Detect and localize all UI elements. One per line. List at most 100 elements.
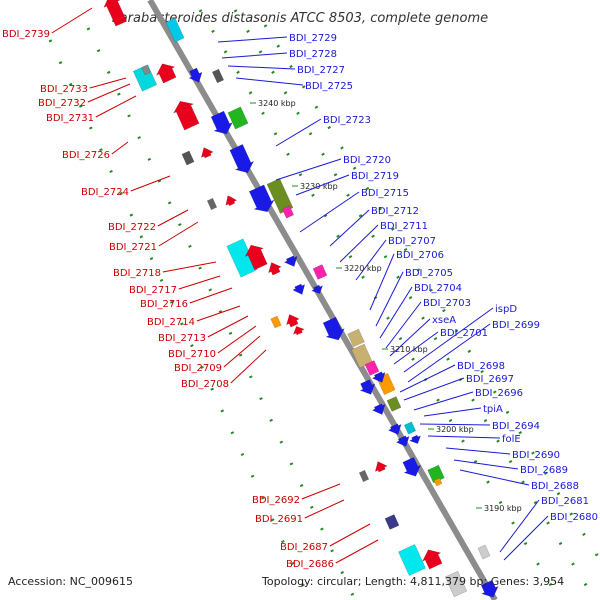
forward-gene-label[interactable]: BDI_2727 — [297, 65, 345, 76]
gene-feature-11 — [200, 147, 214, 159]
forward-gene-label[interactable]: BDI_2688 — [531, 481, 579, 492]
reverse-gene-label[interactable]: BDI_2739 — [2, 29, 50, 40]
backbone-line — [147, 0, 498, 600]
reverse-leader-14 — [223, 335, 261, 368]
reverse-gene-label[interactable]: BDI_2716 — [140, 299, 188, 310]
forward-gene-label[interactable]: BDI_2711 — [380, 221, 428, 232]
gene-feature-37 — [387, 423, 402, 435]
gene-feature-12 — [229, 144, 255, 173]
gene-feature-46 — [384, 514, 400, 530]
forward-gene-label[interactable]: BDI_2681 — [541, 496, 589, 507]
reverse-gene-label[interactable]: BDI_2687 — [280, 542, 328, 553]
forward-gene-label[interactable]: BDI_2699 — [492, 320, 540, 331]
reverse-gene-label[interactable]: BDI_2726 — [62, 150, 110, 161]
reverse-gene-label[interactable]: BDI_2721 — [109, 242, 157, 253]
reverse-gene-label[interactable]: BDI_2722 — [108, 222, 156, 233]
reverse-gene-label[interactable]: BDI_2717 — [129, 285, 177, 296]
forward-gene-label[interactable]: BDI_2697 — [466, 374, 514, 385]
forward-gene-label[interactable]: folE — [502, 434, 521, 445]
reverse-gene-label[interactable]: BDI_2692 — [252, 495, 300, 506]
forward-gene-label[interactable]: BDI_2690 — [512, 450, 560, 461]
gene-feature-40 — [409, 434, 422, 444]
forward-gene-label[interactable]: BDI_2680 — [550, 512, 598, 523]
forward-gene-label[interactable]: BDI_2689 — [520, 465, 568, 476]
map-title: Parabacteroides distasonis ATCC 8503, co… — [112, 11, 488, 26]
reverse-leader-7 — [158, 221, 199, 247]
reverse-gene-label[interactable]: BDI_2731 — [46, 113, 94, 124]
gene-feature-14 — [206, 197, 218, 211]
forward-gene-label[interactable]: BDI_2725 — [305, 81, 353, 92]
forward-gene-label[interactable]: BDI_2729 — [289, 33, 337, 44]
reverse-gene-label[interactable]: BDI_2714 — [147, 317, 195, 328]
gene-feature-33 — [359, 379, 376, 395]
forward-leader-9 — [339, 224, 379, 263]
forward-leader-18 — [407, 323, 491, 383]
forward-leader-5 — [275, 158, 342, 181]
forward-leader-29 — [503, 515, 549, 561]
forward-gene-label[interactable]: BDI_2703 — [423, 298, 471, 309]
forward-gene-label[interactable]: BDI_2696 — [475, 388, 523, 399]
reverse-gene-label[interactable]: BDI_2718 — [113, 268, 161, 279]
reverse-gene-label[interactable]: BDI_2691 — [255, 514, 303, 525]
gene-feature-18 — [226, 238, 258, 278]
reverse-leader-17 — [304, 499, 345, 519]
forward-gene-label[interactable]: BDI_2715 — [361, 188, 409, 199]
forward-leader-4 — [275, 118, 322, 147]
reverse-gene-label[interactable]: BDI_2686 — [286, 559, 334, 570]
forward-gene-label[interactable]: ispD — [495, 304, 517, 315]
forward-leader-3 — [235, 77, 304, 86]
forward-gene-label[interactable]: BDI_2720 — [343, 155, 391, 166]
forward-gene-label[interactable]: BDI_2707 — [388, 236, 436, 247]
reverse-gene-label[interactable]: BDI_2709 — [174, 363, 222, 374]
forward-leader-17 — [403, 307, 494, 373]
forward-gene-label[interactable]: BDI_2712 — [371, 206, 419, 217]
reverse-leader-1 — [89, 77, 127, 89]
forward-leader-1 — [221, 52, 288, 59]
gene-feature-41 — [402, 456, 422, 477]
forward-leader-28 — [499, 499, 540, 553]
forward-gene-label[interactable]: BDI_2705 — [405, 268, 453, 279]
reverse-leader-8 — [162, 261, 217, 273]
forward-gene-label[interactable]: tpiA — [483, 404, 503, 415]
gene-feature-35 — [386, 396, 402, 412]
reverse-gene-label[interactable]: BDI_2713 — [158, 333, 206, 344]
reverse-gene-label[interactable]: BDI_2733 — [40, 84, 88, 95]
gene-feature-8 — [210, 110, 233, 135]
gene-feature-29 — [347, 328, 365, 348]
forward-leader-23 — [419, 423, 491, 426]
forward-leader-6 — [295, 174, 350, 196]
reverse-gene-label[interactable]: BDI_2708 — [181, 379, 229, 390]
gene-feature-0 — [165, 17, 185, 43]
reverse-leader-0 — [51, 7, 93, 34]
reverse-leader-18 — [329, 523, 371, 547]
gene-feature-21 — [283, 255, 298, 267]
forward-gene-label[interactable]: BDI_2723 — [323, 115, 371, 126]
forward-leader-8 — [329, 209, 370, 247]
reverse-gene-label[interactable]: BDI_2732 — [38, 98, 86, 109]
forward-leader-19 — [399, 364, 456, 393]
forward-gene-label[interactable]: BDI_2704 — [414, 283, 462, 294]
forward-leader-10 — [355, 239, 387, 281]
gene-feature-36 — [371, 403, 386, 415]
reverse-gene-label[interactable]: BDI_2710 — [168, 349, 216, 360]
forward-leader-20 — [403, 377, 465, 401]
forward-gene-label[interactable]: BDI_2706 — [396, 250, 444, 261]
gene-feature-15 — [248, 184, 275, 213]
forward-leader-13 — [379, 286, 413, 339]
forward-gene-label[interactable]: BDI_2694 — [492, 421, 540, 432]
forward-leader-15 — [389, 318, 431, 357]
forward-gene-label[interactable]: BDI_2728 — [289, 49, 337, 60]
forward-gene-label[interactable]: xseA — [432, 315, 456, 326]
forward-gene-label[interactable]: BDI_2701 — [440, 328, 488, 339]
forward-gene-label[interactable]: BDI_2698 — [457, 361, 505, 372]
gene-feature-4 — [141, 64, 151, 76]
reverse-gene-label[interactable]: BDI_2724 — [81, 187, 129, 198]
topology-text: Topology: circular; Length: 4,811,379 bp… — [262, 575, 565, 588]
forward-leader-25 — [445, 447, 511, 455]
forward-gene-label[interactable]: BDI_2719 — [351, 171, 399, 182]
gene-feature-6 — [211, 68, 225, 84]
reverse-leader-6 — [157, 209, 189, 227]
gene-feature-50 — [477, 544, 491, 560]
gene-feature-9 — [227, 106, 249, 130]
